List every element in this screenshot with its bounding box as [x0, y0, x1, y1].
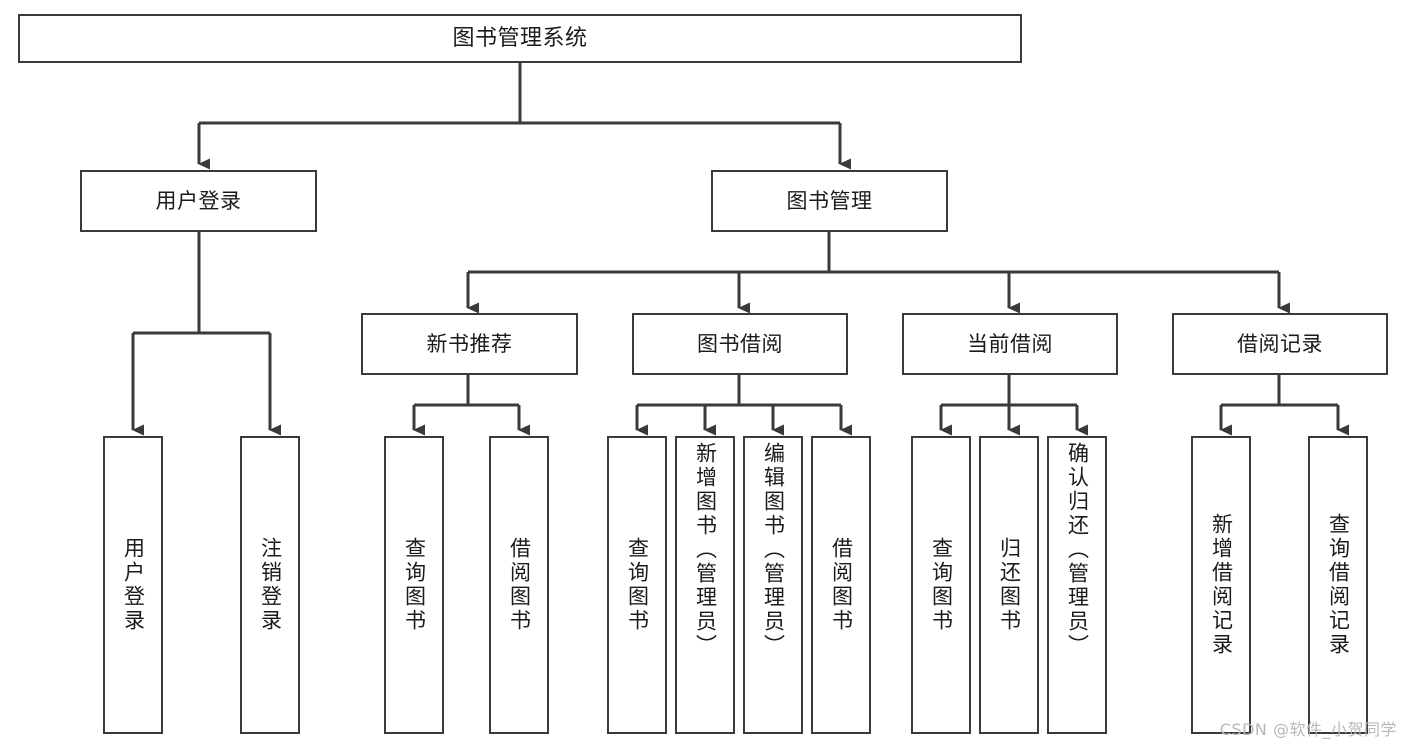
node-leaf-user-login[interactable]: 用户登录	[103, 436, 163, 734]
node-leaf-add-book-admin-label: 新增图书（管理员）	[693, 442, 718, 658]
node-root-library-system[interactable]: 图书管理系统	[18, 14, 1022, 63]
node-book-manage-label: 图书管理	[786, 188, 873, 213]
watermark-text: CSDN @软件_小贺同学	[1219, 720, 1397, 739]
node-book-borrow[interactable]: 图书借阅	[632, 313, 848, 375]
node-leaf-edit-book-admin[interactable]: 编辑图书（管理员）	[743, 436, 803, 734]
node-new-book-recommend-label: 新书推荐	[426, 331, 513, 356]
node-leaf-new-book-query-label: 查询图书	[402, 537, 427, 633]
node-leaf-logout-label: 注销登录	[258, 537, 283, 633]
node-leaf-current-query-book[interactable]: 查询图书	[911, 436, 971, 734]
node-root-label: 图书管理系统	[452, 25, 588, 51]
node-leaf-borrow-book[interactable]: 借阅图书	[811, 436, 871, 734]
node-leaf-confirm-return-admin[interactable]: 确认归还（管理员）	[1047, 436, 1107, 734]
node-leaf-new-book-borrow-label: 借阅图书	[507, 537, 532, 633]
node-leaf-confirm-return-admin-label: 确认归还（管理员）	[1065, 442, 1090, 658]
node-book-borrow-label: 图书借阅	[697, 331, 783, 356]
node-leaf-borrow-book-label: 借阅图书	[829, 537, 854, 633]
node-current-borrow[interactable]: 当前借阅	[902, 313, 1118, 375]
node-borrow-record[interactable]: 借阅记录	[1172, 313, 1388, 375]
node-leaf-new-book-query[interactable]: 查询图书	[384, 436, 444, 734]
node-user-login-label: 用户登录	[155, 188, 242, 213]
node-leaf-borrow-query-book-label: 查询图书	[625, 537, 650, 633]
node-leaf-query-borrow-record[interactable]: 查询借阅记录	[1308, 436, 1368, 734]
node-new-book-recommend[interactable]: 新书推荐	[361, 313, 578, 375]
node-leaf-new-book-borrow[interactable]: 借阅图书	[489, 436, 549, 734]
node-leaf-return-book-label: 归还图书	[997, 537, 1022, 633]
node-book-manage[interactable]: 图书管理	[711, 170, 948, 232]
node-leaf-add-borrow-record-label: 新增借阅记录	[1209, 513, 1234, 657]
node-leaf-user-login-label: 用户登录	[121, 537, 146, 633]
node-leaf-query-borrow-record-label: 查询借阅记录	[1326, 513, 1351, 657]
node-borrow-record-label: 借阅记录	[1237, 331, 1323, 356]
node-leaf-logout[interactable]: 注销登录	[240, 436, 300, 734]
node-leaf-borrow-query-book[interactable]: 查询图书	[607, 436, 667, 734]
node-leaf-current-query-book-label: 查询图书	[929, 537, 954, 633]
node-leaf-add-book-admin[interactable]: 新增图书（管理员）	[675, 436, 735, 734]
node-current-borrow-label: 当前借阅	[967, 331, 1053, 356]
node-leaf-add-borrow-record[interactable]: 新增借阅记录	[1191, 436, 1251, 734]
node-user-login[interactable]: 用户登录	[80, 170, 317, 232]
node-leaf-edit-book-admin-label: 编辑图书（管理员）	[761, 442, 786, 658]
node-leaf-return-book[interactable]: 归还图书	[979, 436, 1039, 734]
